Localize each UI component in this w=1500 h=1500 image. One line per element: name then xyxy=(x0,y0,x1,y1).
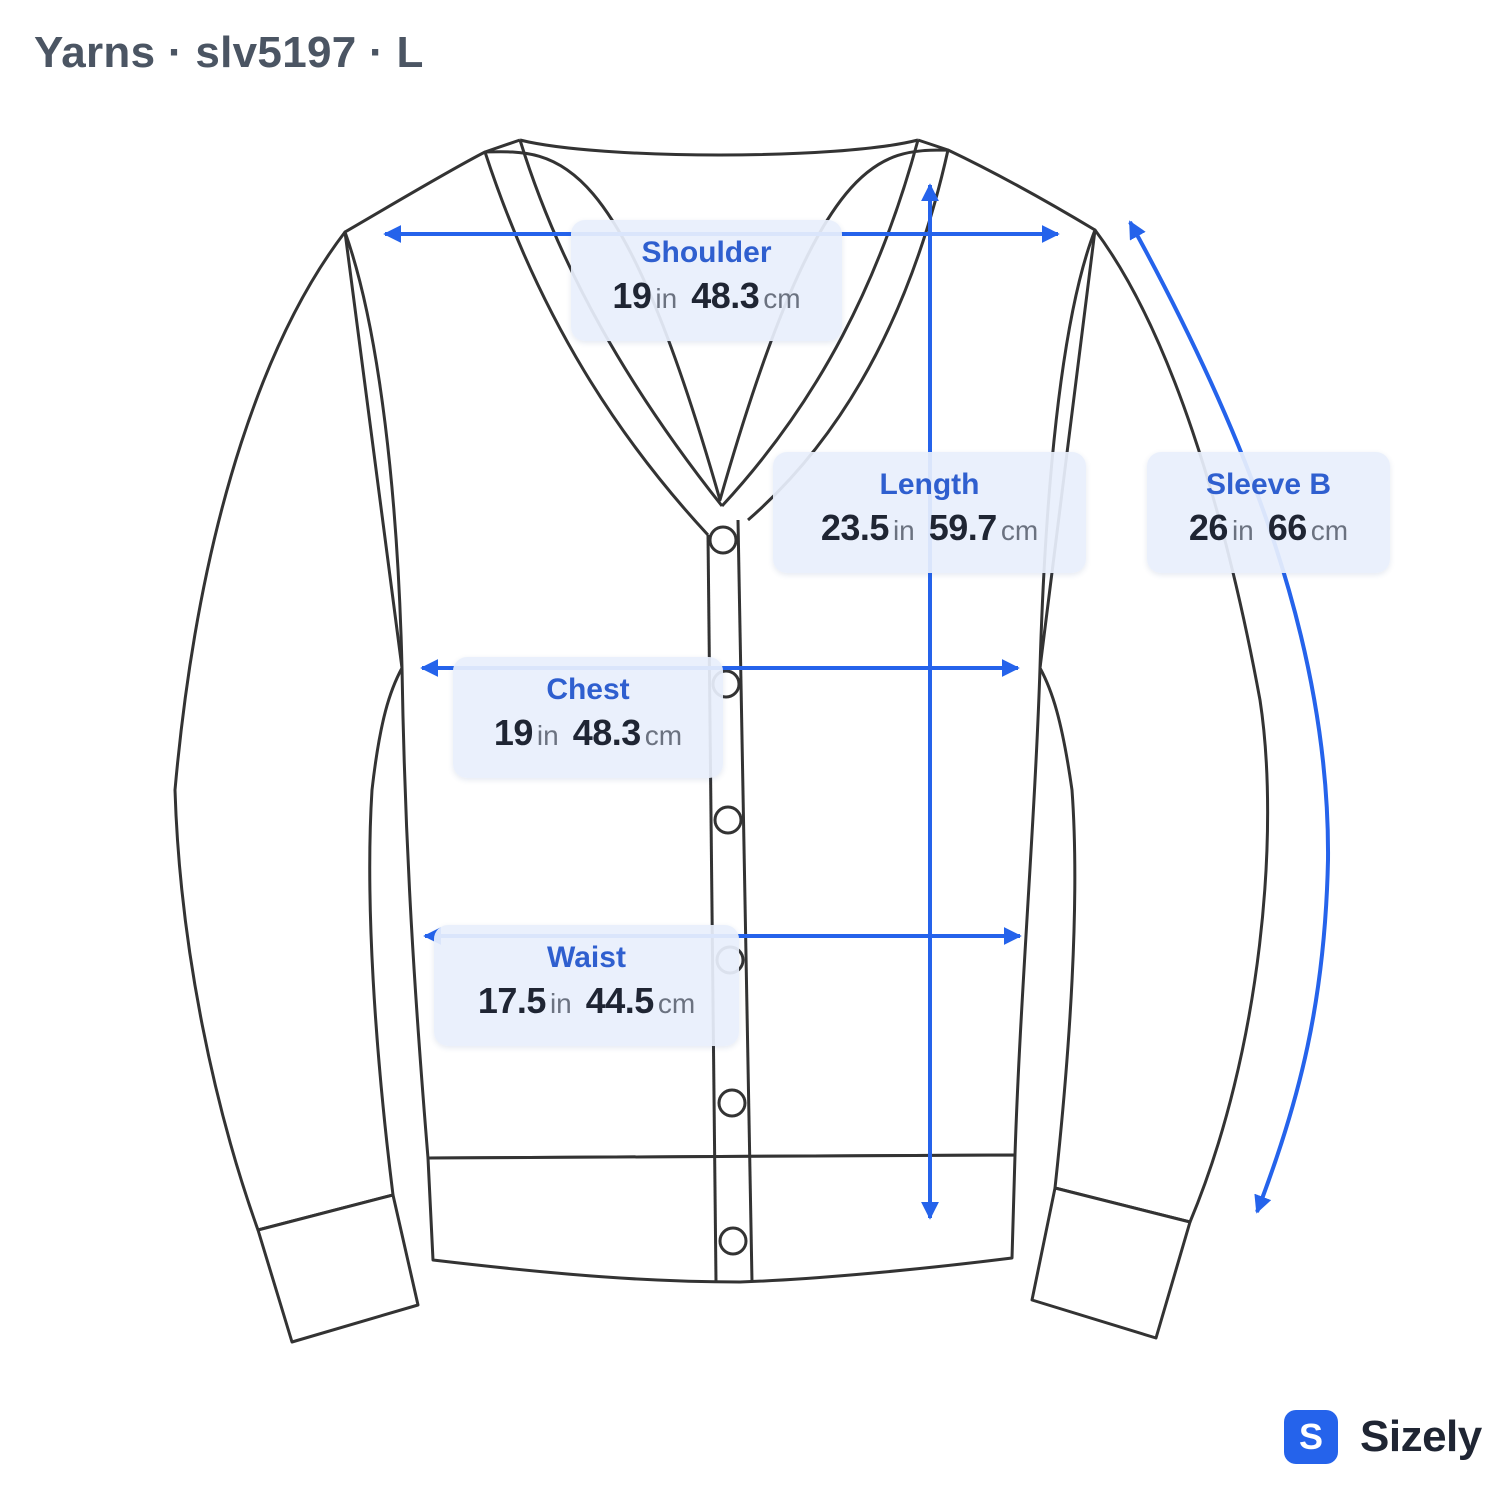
cm-unit: cm xyxy=(1000,515,1039,546)
measurement-cm: 48.3 xyxy=(691,275,760,316)
placket-right xyxy=(736,519,754,1283)
inch-unit: in xyxy=(892,515,915,546)
inch-unit: in xyxy=(1231,515,1254,546)
cm-unit: cm xyxy=(644,720,683,751)
inch-unit: in xyxy=(655,283,678,314)
brand-logo: S Sizely xyxy=(1284,1410,1482,1464)
collar-back xyxy=(519,138,919,157)
button xyxy=(718,1226,748,1256)
measurement-inches: 26 xyxy=(1188,507,1229,548)
cm-unit: cm xyxy=(657,988,696,1019)
measurement-inches: 17.5 xyxy=(477,980,547,1021)
page-title: Yarns · slv5197 · L xyxy=(34,28,424,77)
button xyxy=(713,805,743,835)
left-cuff xyxy=(256,1193,420,1344)
cm-unit: cm xyxy=(1310,515,1349,546)
measurement-name: Shoulder xyxy=(641,236,772,269)
collar-outer-left xyxy=(484,138,521,154)
button xyxy=(717,1088,747,1118)
cardigan-outline xyxy=(173,138,1270,1344)
inch-unit: in xyxy=(549,988,572,1019)
measurement-cm: 44.5 xyxy=(585,980,655,1021)
button xyxy=(708,525,738,555)
left-sleeve xyxy=(173,230,404,1232)
brand-name: Sizely xyxy=(1360,1412,1482,1461)
sizely-logo-icon: S xyxy=(1284,1410,1338,1464)
cm-unit: cm xyxy=(763,283,801,314)
right-sleeve xyxy=(1038,228,1270,1224)
measurement-name: Sleeve B xyxy=(1205,468,1332,501)
measurement-cm: 59.7 xyxy=(928,507,998,548)
collar-inner-right xyxy=(720,139,920,508)
measurement-inches: 19 xyxy=(493,712,534,753)
sleeve-arrow xyxy=(1128,220,1331,1214)
measurement-name: Chest xyxy=(546,673,630,706)
collar-outer-right xyxy=(917,138,949,152)
measurement-name: Waist xyxy=(547,941,626,974)
measurement-cm: 66 xyxy=(1267,507,1308,548)
measurement-inches: 19 xyxy=(612,275,652,316)
measurement-inches: 23.5 xyxy=(820,507,890,548)
measurement-cm: 48.3 xyxy=(572,712,642,753)
hem-band xyxy=(426,1153,1017,1284)
inch-unit: in xyxy=(536,720,559,751)
collar-band-left xyxy=(483,151,710,537)
measurement-name: Length xyxy=(879,468,980,501)
